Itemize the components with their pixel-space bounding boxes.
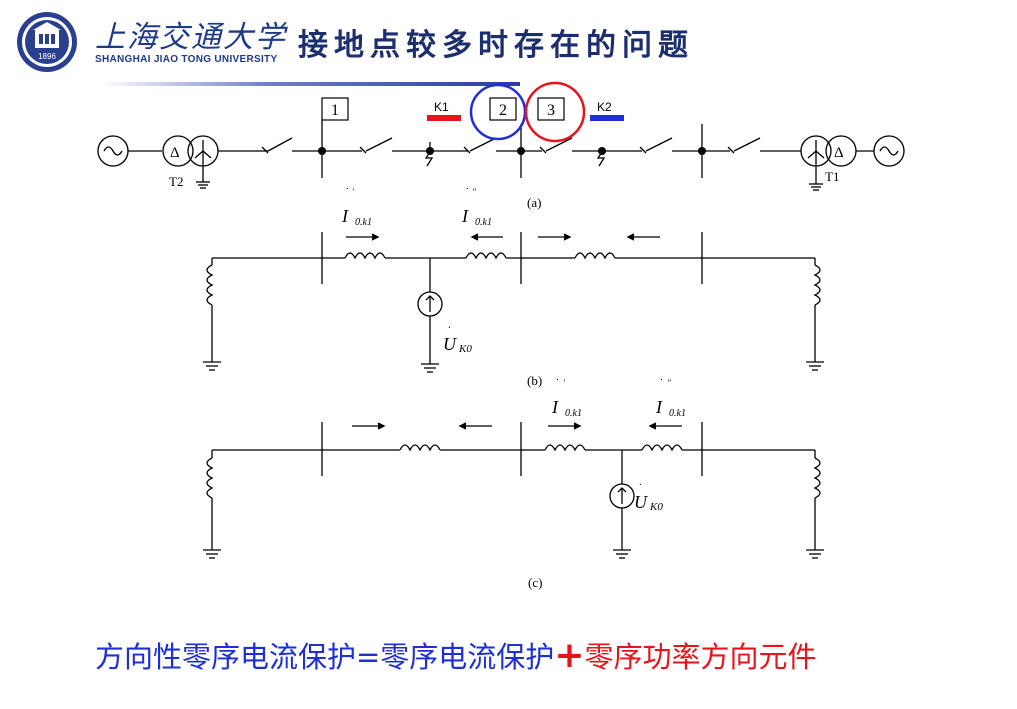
- ground-coil-b-left: [206, 264, 214, 306]
- page-title: 接地点较多时存在的问题: [298, 28, 694, 63]
- inductor-b3: [574, 252, 616, 260]
- formula-right: 零序功率方向元件: [584, 640, 817, 674]
- c-i1-subscript: 0.k1: [565, 408, 582, 419]
- c-i1-dot: ·: [556, 375, 559, 386]
- c-i2-dot: ·: [660, 375, 663, 386]
- b-i2-symbol: I: [461, 206, 469, 226]
- t1-delta-symbol: Δ: [834, 145, 844, 161]
- inductor-c1: [399, 444, 441, 452]
- b-i2-dot: ·: [466, 184, 469, 195]
- c-i1-symbol: I: [551, 397, 559, 417]
- fault-k1-marker: [427, 115, 461, 121]
- inductor-b2: [465, 252, 507, 260]
- title-underline: [100, 82, 520, 86]
- logo-chinese-name: 上海交通大学: [95, 20, 287, 55]
- c-u-dot: ·: [639, 480, 642, 491]
- c-i2-prime: ": [667, 378, 671, 388]
- fault-k1-label: K1: [434, 100, 449, 114]
- box-3: [537, 97, 565, 121]
- formula-plus: +: [554, 635, 585, 676]
- inductor-c3: [641, 444, 683, 452]
- diagram-a: [97, 120, 905, 191]
- formula-line: 方向性零序电流保护=零序电流保护+零序功率方向元件: [95, 634, 817, 676]
- b-i2-subscript: 0.k1: [475, 217, 492, 228]
- t1-label: T1: [825, 169, 839, 184]
- source-left-wave: [103, 146, 123, 156]
- highlight-circle-3: [524, 81, 586, 143]
- inductor-c2: [544, 444, 586, 452]
- c-i2-subscript: 0.k1: [669, 408, 686, 419]
- c-i2-symbol: I: [655, 397, 663, 417]
- diagram-c: [203, 422, 824, 559]
- ground-coil-b-right: [813, 264, 821, 306]
- b-i2-prime: ": [472, 187, 476, 197]
- b-u-symbol: U: [443, 334, 457, 354]
- box-2: [489, 97, 517, 121]
- caption-b: (b): [527, 373, 542, 388]
- box-1-label: 1: [331, 102, 339, 119]
- t2-delta-symbol: Δ: [170, 145, 180, 161]
- caption-a: (a): [527, 195, 541, 210]
- c-i1-prime: ': [563, 378, 566, 388]
- formula-left: 方向性零序电流保护=零序电流保护: [95, 640, 555, 674]
- b-i1-prime: ': [352, 187, 355, 197]
- c-u-symbol: U: [634, 492, 648, 512]
- b-u-dot: ·: [448, 323, 451, 334]
- box-3-label: 3: [547, 102, 555, 119]
- b-i1-symbol: I: [341, 206, 349, 226]
- fault-k2-label: K2: [597, 100, 612, 114]
- university-seal-icon: 1896: [17, 12, 77, 72]
- diagram-b: [203, 232, 824, 373]
- b-i1-dot: ·: [346, 184, 349, 195]
- inductor-b1: [344, 252, 386, 260]
- source-right-icon: [873, 135, 905, 167]
- logo-english-name: SHANGHAI JIAO TONG UNIVERSITY: [95, 54, 278, 65]
- box-1: [321, 97, 349, 121]
- ground-coil-c-left: [206, 457, 214, 499]
- b-u-subscript: K0: [458, 343, 472, 355]
- t2-label: T2: [169, 174, 183, 189]
- seal-year: 1896: [38, 52, 56, 61]
- box-2-label: 2: [499, 102, 507, 119]
- ground-coil-c-right: [813, 457, 821, 499]
- fault-k2-marker: [590, 115, 624, 121]
- c-u-subscript: K0: [649, 501, 663, 513]
- transformer-t2-delta-icon: [162, 135, 194, 167]
- b-i1-subscript: 0.k1: [355, 217, 372, 228]
- caption-c: (c): [528, 575, 542, 590]
